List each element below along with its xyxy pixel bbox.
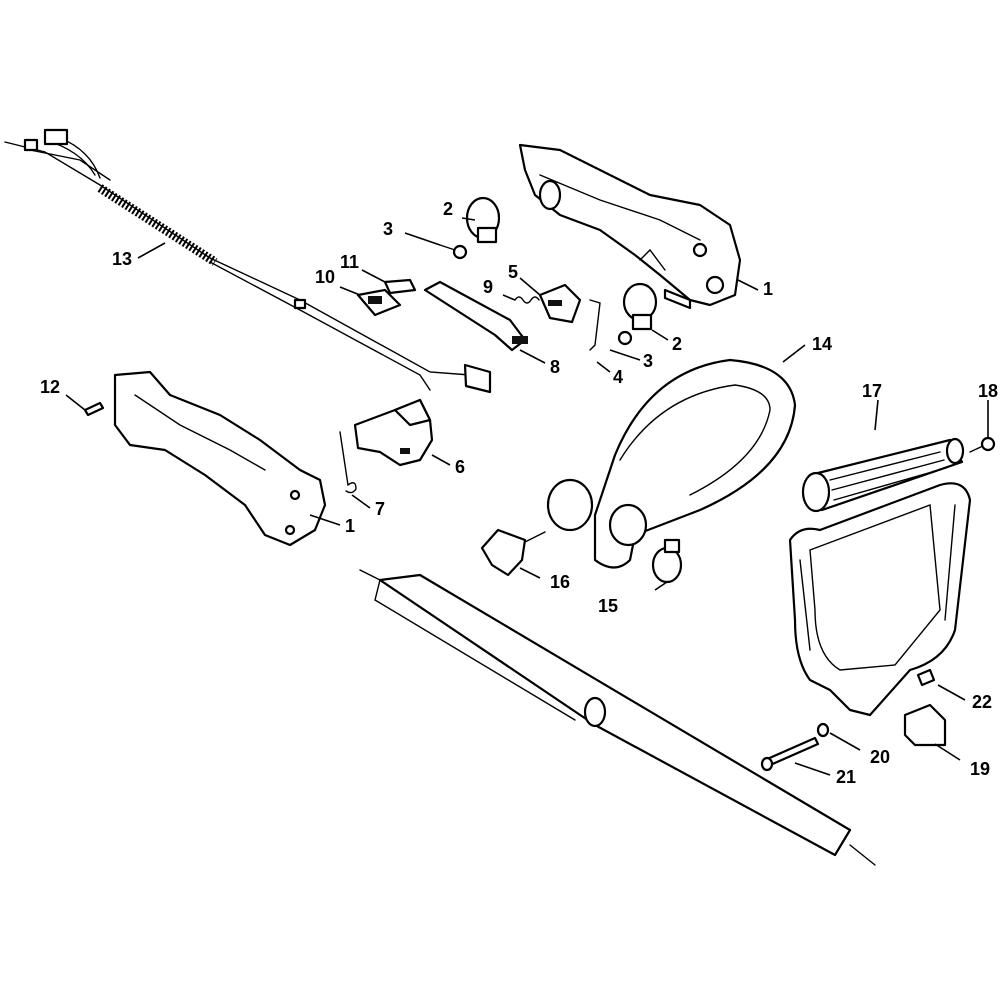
grip-part bbox=[801, 437, 965, 513]
spring-clip-part bbox=[589, 299, 601, 351]
screw-12-part bbox=[83, 401, 105, 417]
callout-19: 19 bbox=[970, 759, 990, 779]
clamp-block-part bbox=[903, 703, 947, 747]
trigger-housing-part bbox=[353, 398, 434, 467]
callout-7: 7 bbox=[375, 499, 385, 519]
screw-upper-part bbox=[439, 244, 468, 260]
callout-14: 14 bbox=[812, 334, 832, 354]
callout-15: 15 bbox=[598, 596, 618, 616]
bar-handle-frame-part bbox=[788, 482, 972, 717]
callout-9: 9 bbox=[483, 277, 493, 297]
callout-12: 12 bbox=[40, 377, 60, 397]
drive-tube-part bbox=[359, 569, 876, 866]
handle-lower-part bbox=[113, 370, 327, 547]
spring-part bbox=[514, 296, 540, 304]
nut-part bbox=[916, 668, 936, 687]
trigger-part bbox=[538, 283, 582, 324]
washer-part bbox=[816, 722, 830, 738]
callout-3-upper: 3 bbox=[383, 219, 393, 239]
switch-part bbox=[356, 288, 402, 317]
torsion-spring-part bbox=[339, 431, 357, 494]
callout-8: 8 bbox=[550, 357, 560, 377]
callout-4: 4 bbox=[613, 367, 623, 387]
callout-17: 17 bbox=[862, 381, 882, 401]
callout-20: 20 bbox=[870, 747, 890, 767]
leader-lines bbox=[65, 217, 989, 776]
callout-22: 22 bbox=[972, 692, 992, 712]
callout-10: 10 bbox=[315, 267, 335, 287]
loop-handle-part bbox=[546, 358, 797, 569]
screw-lower-part bbox=[617, 330, 633, 346]
callout-2-upper: 2 bbox=[443, 199, 453, 219]
callout-11: 11 bbox=[340, 252, 359, 272]
plate-part bbox=[383, 278, 417, 295]
callout-21: 21 bbox=[836, 767, 856, 787]
bolt-part bbox=[760, 736, 820, 772]
callout-13: 13 bbox=[112, 249, 132, 269]
callout-16: 16 bbox=[550, 572, 570, 592]
callout-6: 6 bbox=[455, 457, 465, 477]
wiring-harness-part bbox=[4, 128, 492, 394]
callout-1-lower: 1 bbox=[345, 516, 355, 536]
clamp-upper-part bbox=[465, 196, 501, 244]
callout-18: 18 bbox=[978, 381, 998, 401]
callout-2-lower: 2 bbox=[672, 334, 682, 354]
callout-3-lower: 3 bbox=[643, 351, 653, 371]
clamp-lower-part bbox=[622, 282, 658, 331]
callout-5: 5 bbox=[508, 262, 518, 282]
housing-upper-part bbox=[518, 143, 742, 310]
callout-labels: 1 1 2 2 3 3 4 5 6 7 8 9 10 11 12 13 14 1… bbox=[40, 199, 998, 787]
knob-part bbox=[480, 528, 546, 577]
clamp-15-part bbox=[651, 538, 683, 584]
lever-part bbox=[423, 280, 528, 352]
callout-1-upper: 1 bbox=[763, 279, 773, 299]
screw-18-part bbox=[969, 436, 996, 453]
